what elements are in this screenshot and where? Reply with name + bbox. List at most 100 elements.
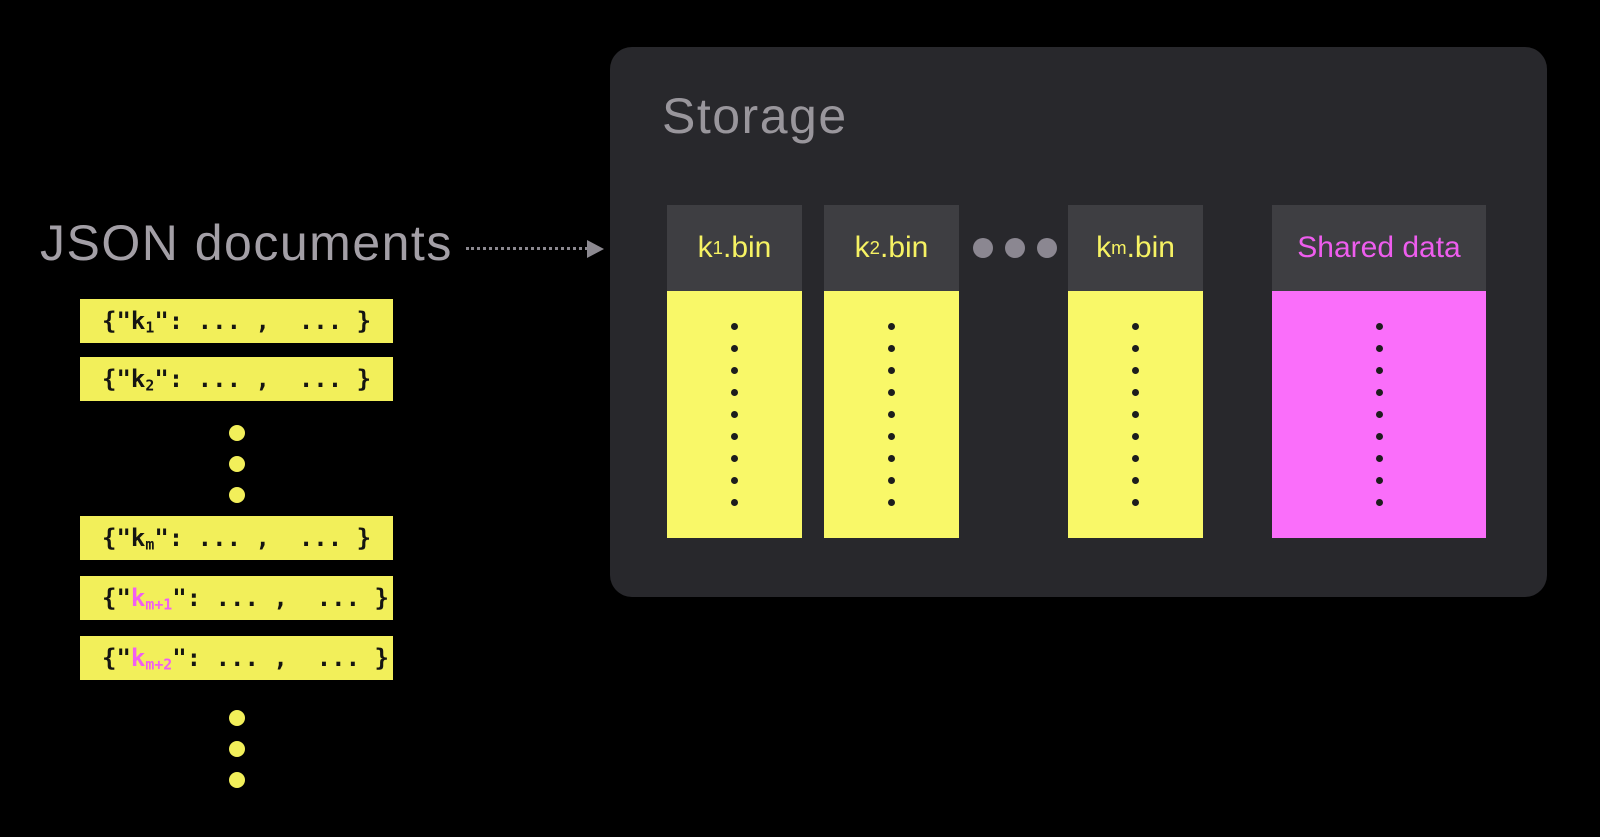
dot [1005, 238, 1025, 258]
json-document-row-km2: {"km+2": ... , ... } [80, 636, 393, 680]
dot [731, 389, 738, 396]
doc-key-base: k [130, 365, 146, 393]
dot [228, 710, 245, 726]
doc-key-base: k [130, 524, 146, 552]
dot [731, 367, 738, 374]
column-header-shared-data: Shared data [1272, 205, 1486, 291]
doc-pre: {" [102, 524, 131, 552]
dot [1375, 323, 1383, 330]
dot [228, 487, 245, 503]
doc-key-sub: 1 [145, 318, 155, 337]
dot [1375, 345, 1383, 352]
doc-post: ": ... , ... } [172, 644, 389, 672]
dot [888, 499, 895, 506]
dot [1132, 345, 1139, 352]
json-document-row-k1: {"k1": ... , ... } [80, 299, 393, 343]
dot [888, 455, 895, 462]
column-body-k2-bin [824, 291, 959, 538]
doc-post: ": ... , ... } [172, 584, 389, 612]
json-document-row-k2: {"k2": ... , ... } [80, 357, 393, 401]
storage-title: Storage [662, 88, 848, 144]
dot [1375, 499, 1383, 506]
dot [1132, 499, 1139, 506]
dot [731, 455, 738, 462]
documents-ellipsis-bottom [80, 710, 393, 788]
dot [731, 323, 738, 330]
dot [1375, 433, 1383, 440]
dot [1132, 455, 1139, 462]
doc-key-sub: m+2 [145, 655, 173, 674]
bin-ext: .bin [1126, 231, 1175, 264]
doc-key: k2 [131, 365, 154, 393]
doc-post: ": ... , ... } [154, 524, 372, 552]
dot [1375, 367, 1383, 374]
dotted-arrow-line [466, 247, 588, 250]
dot [888, 367, 895, 374]
doc-key-highlighted: km+1 [131, 584, 172, 612]
doc-pre: {" [102, 307, 131, 335]
bin-ext: .bin [879, 231, 929, 264]
doc-key-highlighted: km+2 [131, 644, 172, 672]
documents-ellipsis-top [80, 425, 393, 503]
doc-key: km [131, 524, 154, 552]
dot [888, 433, 895, 440]
bin-key-base: k [854, 231, 870, 264]
dot [888, 477, 895, 484]
dot [228, 772, 245, 788]
dot [228, 741, 245, 757]
bin-key-base: k [1096, 231, 1112, 264]
dot [1132, 433, 1139, 440]
bin-ext: .bin [722, 231, 772, 264]
doc-key: k1 [131, 307, 154, 335]
json-document-row-km1: {"km+1": ... , ... } [80, 576, 393, 620]
doc-key-sub: 2 [145, 376, 155, 395]
doc-post: ": ... , ... } [154, 307, 372, 335]
storage-column-shared-data: Shared data [1272, 205, 1486, 538]
columns-ellipsis [973, 238, 1057, 258]
doc-pre: {" [102, 644, 131, 672]
dot [1375, 455, 1383, 462]
dot [228, 456, 245, 472]
doc-post: ": ... , ... } [154, 365, 372, 393]
dot [1375, 411, 1383, 418]
doc-key-sub: m+1 [145, 595, 173, 614]
doc-key-base: k [130, 584, 146, 612]
dot [888, 345, 895, 352]
doc-pre: {" [102, 584, 131, 612]
doc-pre: {" [102, 365, 131, 393]
doc-key-base: k [130, 644, 146, 672]
dot [1132, 323, 1139, 330]
shared-data-label: Shared data [1297, 231, 1461, 264]
dot [1132, 477, 1139, 484]
dot [1375, 477, 1383, 484]
dot [731, 345, 738, 352]
dot [888, 389, 895, 396]
dot [1132, 367, 1139, 374]
bin-key-base: k [697, 231, 713, 264]
dot [731, 411, 738, 418]
dot [888, 323, 895, 330]
dot [973, 238, 993, 258]
doc-key-sub: m [145, 535, 155, 554]
column-body-km-bin [1068, 291, 1203, 538]
dot [731, 477, 738, 484]
dot [1132, 389, 1139, 396]
json-documents-title: JSON documents [40, 215, 453, 271]
dot [1375, 389, 1383, 396]
dot [731, 499, 738, 506]
arrow-right-icon [587, 240, 604, 258]
dot [228, 425, 245, 441]
column-body-k1-bin [667, 291, 802, 538]
column-body-shared-data [1272, 291, 1486, 538]
dot [888, 411, 895, 418]
dot [1132, 411, 1139, 418]
doc-key-base: k [130, 307, 146, 335]
